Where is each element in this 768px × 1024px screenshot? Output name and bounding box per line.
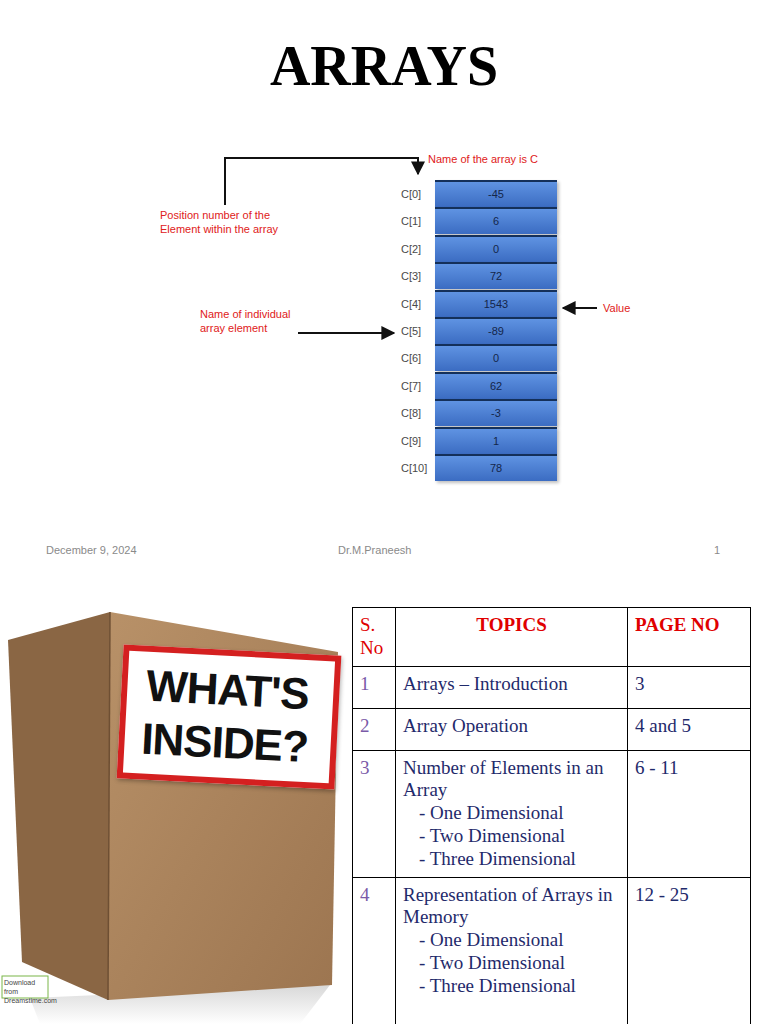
table-cell: Arrays – Introduction: [396, 666, 628, 708]
leader-arrow: [563, 307, 597, 309]
index-label: C[1]: [401, 215, 435, 228]
cell-value: 78: [435, 462, 557, 475]
table-header: TOPICS: [403, 614, 620, 637]
page-number: 12 - 25: [635, 884, 743, 907]
leader-bracket: [225, 158, 418, 205]
topic-text: Arrays – Introduction: [403, 673, 620, 696]
array-cell: C[8]-3: [398, 399, 558, 426]
subtopic-text: - One Dimensional: [403, 802, 620, 825]
array-cell: C[1]6: [398, 207, 558, 234]
row-number: 3: [360, 757, 388, 780]
annotation: Name of the array is C: [428, 152, 538, 166]
array-cell: C[7]62: [398, 372, 558, 399]
cell-value: -89: [435, 325, 557, 338]
topic-text: Array Operation: [403, 715, 620, 738]
array-cell: C[4]1543: [398, 290, 558, 317]
subtopic-text: - One Dimensional: [403, 929, 620, 952]
table-cell: 3: [628, 666, 751, 708]
index-label: C[3]: [401, 270, 435, 283]
footer-author: Dr.M.Praneesh: [338, 543, 411, 557]
page-number: 6 - 11: [635, 757, 743, 780]
row-number: 4: [360, 884, 388, 907]
array-cell: C[3]72: [398, 262, 558, 289]
table-cell: 3: [353, 750, 396, 877]
slide-number: 1: [714, 543, 720, 557]
array-cell: C[10]78: [398, 454, 558, 481]
table-cell: PAGE NO: [628, 608, 751, 667]
subtopic-text: - Two Dimensional: [403, 825, 620, 848]
cell-value: 62: [435, 380, 557, 393]
table-cell: 2: [353, 708, 396, 750]
index-label: C[0]: [401, 188, 435, 201]
box-side: [8, 612, 110, 1000]
index-label: C[6]: [401, 352, 435, 365]
table-row: 3 Number of Elements in an Array- One Dim…: [353, 750, 751, 877]
index-label: C[5]: [401, 325, 435, 338]
cell-value: 0: [435, 243, 557, 256]
page-number: 3: [635, 673, 743, 696]
row-number: 2: [360, 715, 388, 738]
array-cell: C[5]-89: [398, 317, 558, 344]
array-cell: C[2]0: [398, 235, 558, 262]
table-row: 4 Representation of Arrays in Memory- One…: [353, 877, 751, 1024]
array-cell: C[9]1: [398, 427, 558, 454]
cell-value: -45: [435, 188, 557, 201]
subtopic-text: - Three Dimensional: [403, 975, 620, 998]
page-number: 4 and 5: [635, 715, 743, 738]
index-label: C[8]: [401, 407, 435, 420]
index-label: C[2]: [401, 243, 435, 256]
index-label: C[9]: [401, 435, 435, 448]
table-header: PAGE NO: [635, 614, 743, 637]
topic-text: Number of Elements in an Array: [403, 757, 620, 803]
table-cell: Array Operation: [396, 708, 628, 750]
leader-arrow: [298, 332, 394, 334]
box-edge: [108, 612, 110, 1000]
table-cell: Number of Elements in an Array- One Dime…: [396, 750, 628, 877]
table-cell: TOPICS: [396, 608, 628, 667]
table-cell: S. No: [353, 608, 396, 667]
subtopic-text: - Three Dimensional: [403, 848, 620, 871]
cell-value: 1543: [435, 298, 557, 311]
subtopic-text: - Two Dimensional: [403, 952, 620, 975]
table-header: S. No: [360, 614, 388, 660]
footer-date: December 9, 2024: [46, 543, 137, 557]
topics-table: S. No TOPICS PAGE NO 1 Arrays – Introduction…: [352, 607, 751, 1024]
sign-label: WHAT'S INSIDE?: [117, 644, 342, 789]
annotation: Value: [603, 301, 630, 315]
cell-value: 1: [435, 435, 557, 448]
cell-value: 0: [435, 352, 557, 365]
table-cell: 4: [353, 877, 396, 1024]
sign-text: WHAT'S INSIDE?: [131, 659, 320, 774]
table-cell: 4 and 5: [628, 708, 751, 750]
index-label: C[7]: [401, 380, 435, 393]
annotation: Name of individual array element: [200, 307, 310, 336]
table-row: 2 Array Operation 4 and 5: [353, 708, 751, 750]
table-cell: 1: [353, 666, 396, 708]
table-cell: 12 - 25: [628, 877, 751, 1024]
index-label: C[4]: [401, 298, 435, 311]
array-cell: C[0]-45: [398, 180, 558, 207]
array-cell: C[6]0: [398, 344, 558, 371]
cell-value: 6: [435, 215, 557, 228]
cell-value: -3: [435, 407, 557, 420]
index-label: C[10]: [401, 462, 435, 475]
watermark: Download from Dreamstime.com: [4, 978, 46, 1005]
table-cell: 6 - 11: [628, 750, 751, 877]
cell-value: 72: [435, 270, 557, 283]
annotation: Position number of the Element within th…: [160, 208, 298, 237]
table-cell: Representation of Arrays in Memory- One …: [396, 877, 628, 1024]
table-row: S. No TOPICS PAGE NO: [353, 608, 751, 667]
table-row: 1 Arrays – Introduction 3: [353, 666, 751, 708]
row-number: 1: [360, 673, 388, 696]
topic-text: Representation of Arrays in Memory: [403, 884, 620, 930]
slide-title: ARRAYS: [0, 36, 768, 98]
